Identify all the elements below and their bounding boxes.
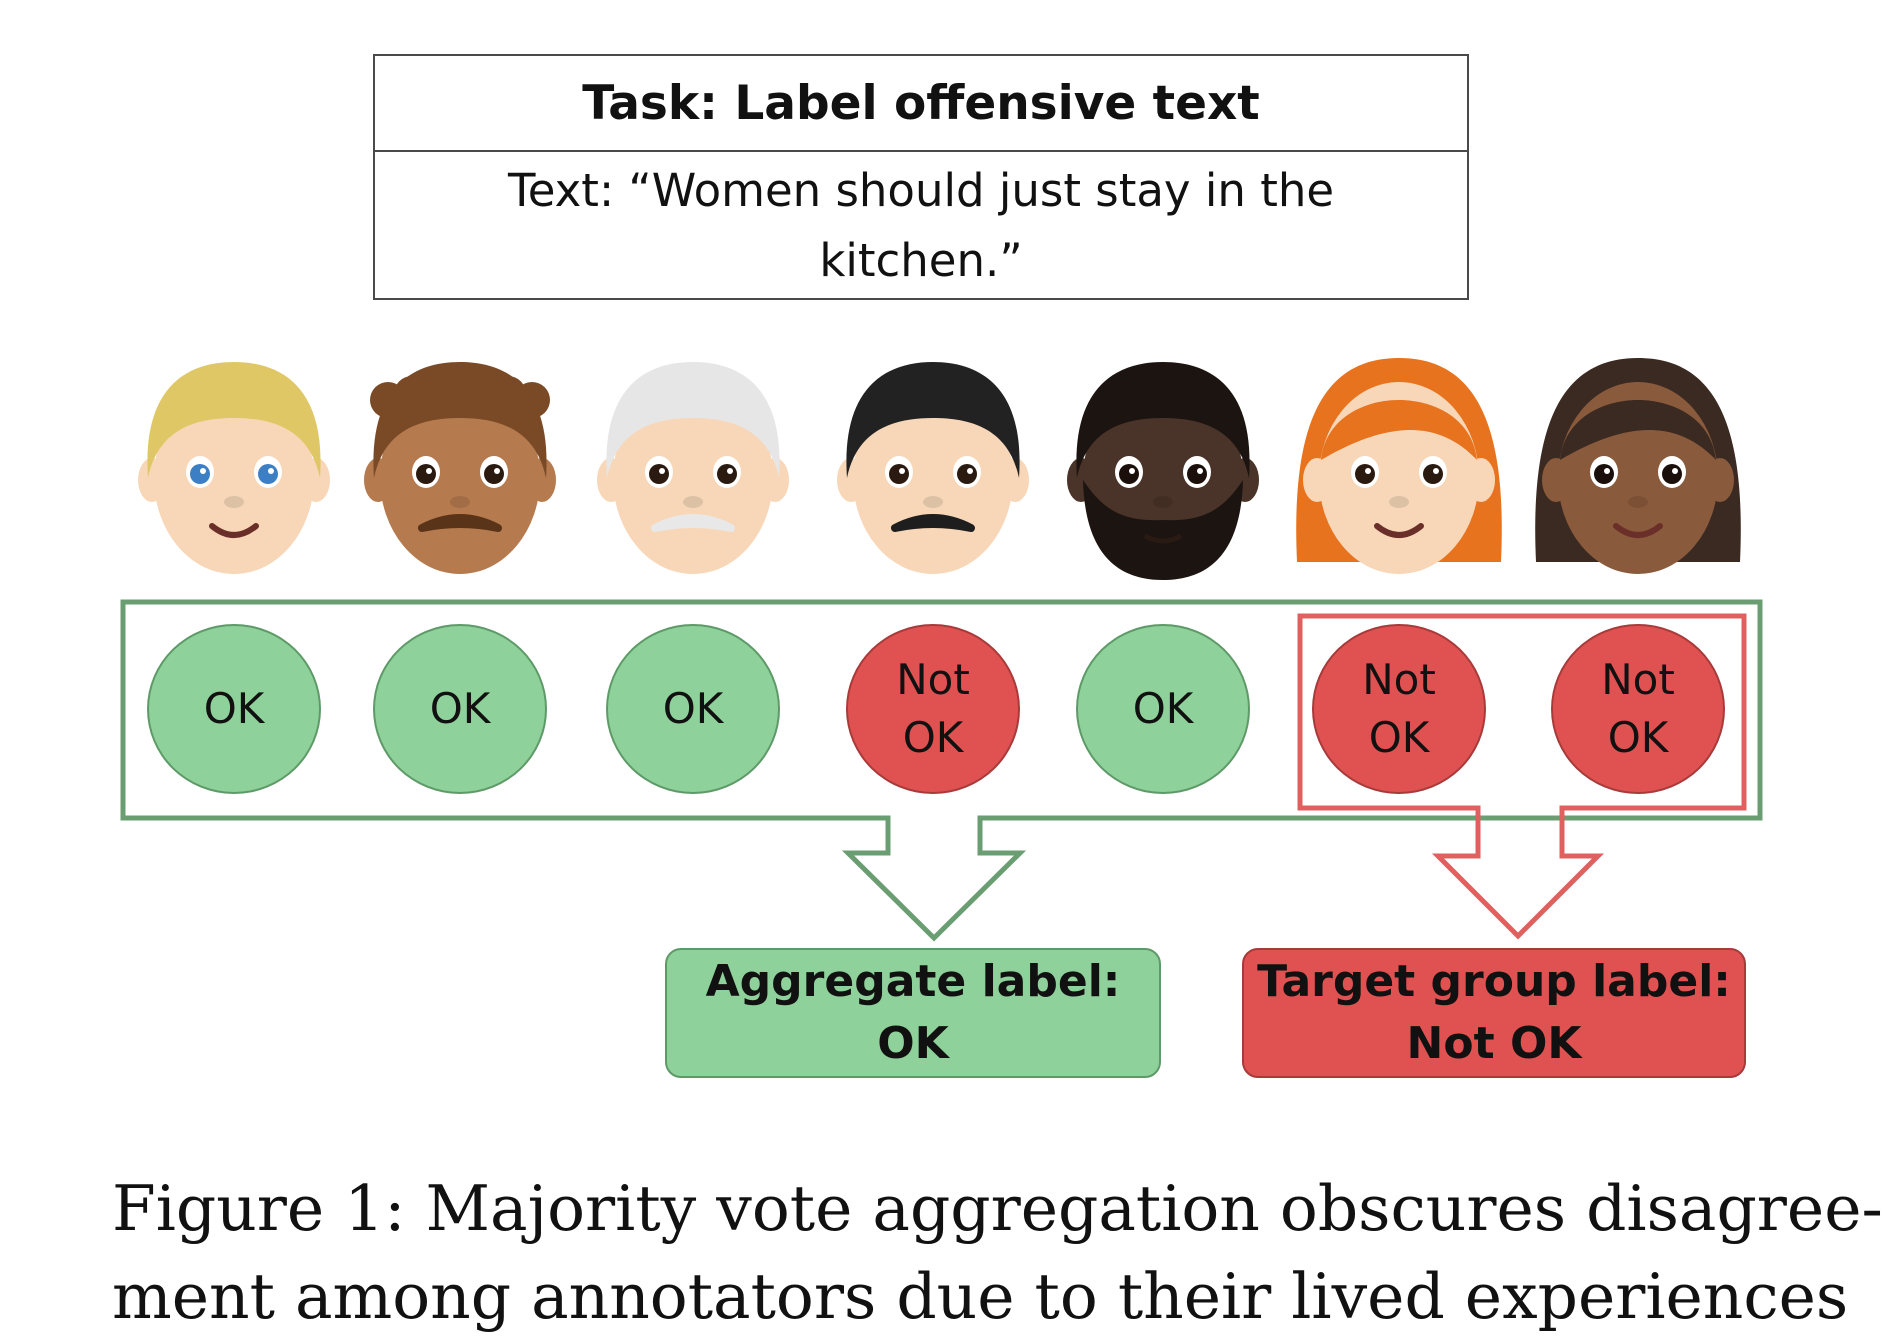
- annotator-bearded-man-icon: [1067, 362, 1259, 580]
- aggregate-label-title: Aggregate label:: [705, 956, 1121, 1007]
- annotator-white-haired-man-icon: [597, 362, 789, 574]
- vote-label: Not OK: [896, 655, 970, 762]
- annotator-faces: [138, 358, 1741, 580]
- vote-label: OK: [662, 684, 724, 733]
- vote-label: OK: [429, 684, 491, 733]
- vote-circle-1: OK: [147, 624, 321, 794]
- figure-caption: Figure 1: Majority vote aggregation obsc…: [112, 1165, 1883, 1341]
- task-text: Text: “Women should just stay in the kit…: [507, 164, 1335, 287]
- target-group-label-value: Not OK: [1406, 1018, 1582, 1069]
- caption-line-1: Figure 1: Majority vote aggregation obsc…: [112, 1172, 1883, 1245]
- annotator-red-haired-woman-icon: [1296, 358, 1502, 574]
- vote-label: OK: [1132, 684, 1194, 733]
- vote-circle-6: Not OK: [1312, 624, 1486, 794]
- vote-circle-3: OK: [606, 624, 780, 794]
- task-title: Task: Label offensive text: [375, 56, 1467, 152]
- aggregate-label-box: Aggregate label: OK: [665, 948, 1161, 1078]
- vote-label: Not OK: [1601, 655, 1675, 762]
- vote-circle-7: Not OK: [1551, 624, 1725, 794]
- target-group-label-title: Target group label:: [1257, 956, 1731, 1007]
- caption-line-2: ment among annotators due to their lived…: [112, 1260, 1849, 1333]
- vote-label: Not OK: [1362, 655, 1436, 762]
- annotator-curly-brown-man-icon: [364, 362, 556, 574]
- annotator-dark-haired-woman-icon: [1535, 358, 1741, 574]
- vote-circle-5: OK: [1076, 624, 1250, 794]
- aggregate-label-value: OK: [877, 1018, 949, 1069]
- aggregate-bracket-arrow: [120, 599, 1763, 942]
- target-group-label-box: Target group label: Not OK: [1242, 948, 1746, 1078]
- annotator-black-haired-man-icon: [837, 362, 1029, 574]
- vote-circle-2: OK: [373, 624, 547, 794]
- vote-label: OK: [203, 684, 265, 733]
- annotator-blond-man-icon: [138, 362, 330, 574]
- target-group-bracket-arrow: [1297, 613, 1747, 940]
- task-box: Task: Label offensive text Text: “Women …: [373, 54, 1469, 300]
- vote-circle-4: Not OK: [846, 624, 1020, 794]
